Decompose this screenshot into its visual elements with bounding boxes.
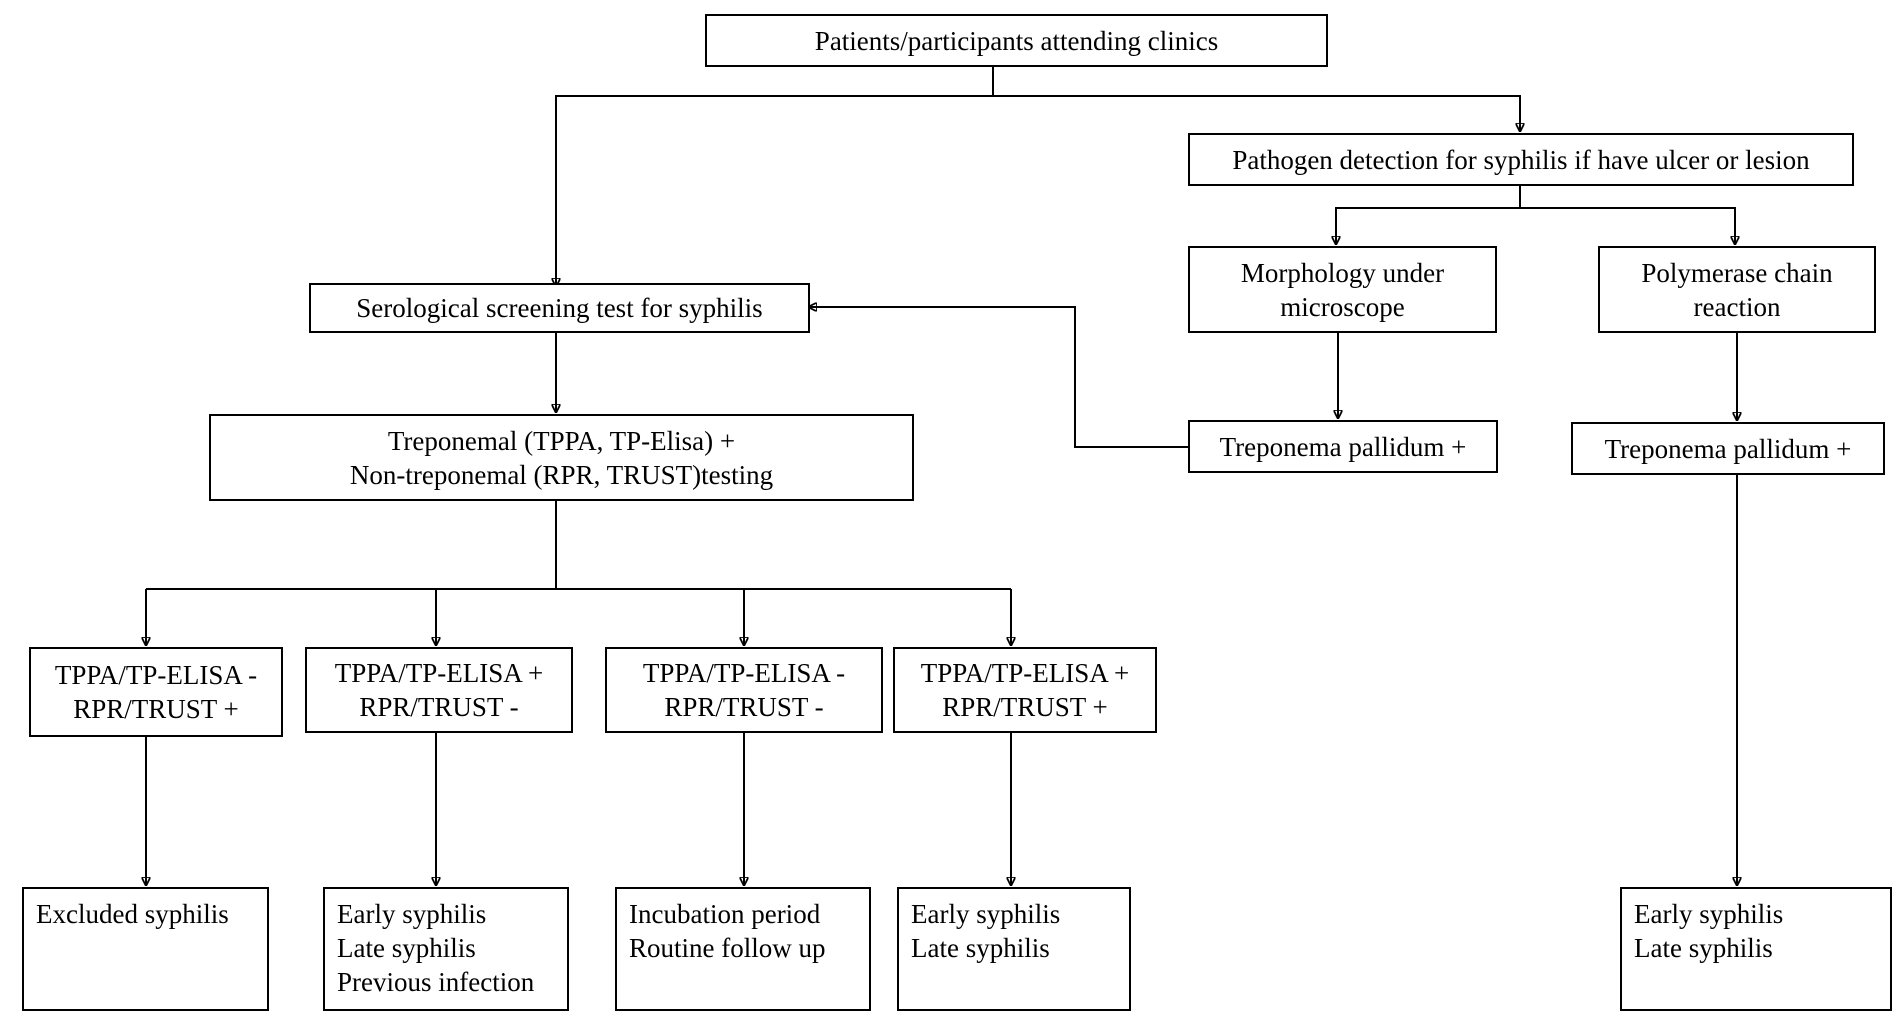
edge-patients-to-pathogen bbox=[993, 95, 1520, 132]
node-text-line: Late syphilis bbox=[911, 933, 1050, 963]
node-outcome-excluded: Excluded syphilis bbox=[22, 887, 269, 1011]
node-text-line: RPR/TRUST + bbox=[73, 694, 239, 724]
node-text-line: Previous infection bbox=[337, 967, 535, 997]
node-text-line: Treponema pallidum + bbox=[1219, 431, 1467, 462]
node-text-line: Incubation period bbox=[629, 899, 821, 929]
node-text-line: Late syphilis bbox=[1634, 933, 1773, 963]
edge-patients-to-serological bbox=[556, 56, 994, 287]
node-text-line: Serological screening test for syphilis bbox=[356, 293, 763, 323]
node-text-line: microscope bbox=[1280, 291, 1405, 322]
node-text-line: Morphology under bbox=[1240, 257, 1445, 288]
node-text-line: RPR/TRUST + bbox=[942, 692, 1108, 722]
node-text-line: reaction bbox=[1693, 291, 1781, 322]
node-text-line: Pathogen detection for syphilis if have … bbox=[1232, 144, 1810, 175]
node-text-line: Late syphilis bbox=[337, 933, 476, 963]
node-text-line: TPPA/TP-ELISA + bbox=[334, 658, 544, 688]
edge-pathogen-to-morphology bbox=[1336, 184, 1521, 245]
node-patients: Patients/participants attending clinics bbox=[705, 14, 1328, 67]
node-result-neg-neg: TPPA/TP-ELISA - RPR/TRUST - bbox=[605, 647, 883, 733]
node-text-line: TPPA/TP-ELISA - bbox=[642, 658, 846, 688]
node-text-line: Treponemal (TPPA, TP-Elisa) + bbox=[387, 425, 736, 456]
node-combined-testing: Treponemal (TPPA, TP-Elisa) +Non-trepone… bbox=[209, 414, 914, 501]
node-text-line: Routine follow up bbox=[629, 933, 826, 963]
edge-pathogen-to-pcr bbox=[1520, 207, 1735, 245]
node-text-line: RPR/TRUST - bbox=[664, 692, 824, 722]
node-text-line: RPR/TRUST - bbox=[359, 692, 519, 722]
node-text-line: Early syphilis bbox=[337, 899, 487, 929]
edge-tp-to-serological bbox=[808, 307, 1191, 448]
node-text-line: Excluded syphilis bbox=[36, 899, 229, 929]
node-treponema-pcr: Treponema pallidum + bbox=[1571, 422, 1885, 475]
node-text-line: Non-treponemal (RPR, TRUST)testing bbox=[349, 459, 774, 490]
edge-testing-split bbox=[146, 499, 1011, 590]
node-pathogen-detection: Pathogen detection for syphilis if have … bbox=[1188, 133, 1854, 186]
node-result-neg-pos: TPPA/TP-ELISA - RPR/TRUST + bbox=[29, 647, 283, 737]
node-result-pos-neg: TPPA/TP-ELISA + RPR/TRUST - bbox=[305, 647, 573, 733]
node-text-line: Treponema pallidum + bbox=[1604, 433, 1852, 464]
node-result-pos-pos: TPPA/TP-ELISA + RPR/TRUST + bbox=[893, 647, 1157, 733]
node-text-line: Polymerase chain bbox=[1641, 257, 1833, 288]
node-text-line: Early syphilis bbox=[911, 899, 1061, 929]
node-text-line: TPPA/TP-ELISA + bbox=[920, 658, 1130, 688]
node-serological: Serological screening test for syphilis bbox=[309, 283, 810, 333]
node-treponema-morphology: Treponema pallidum + bbox=[1188, 420, 1498, 473]
node-text-line: TPPA/TP-ELISA - bbox=[54, 660, 258, 690]
node-text-line: Early syphilis bbox=[1634, 899, 1784, 929]
node-text-line: Patients/participants attending clinics bbox=[814, 25, 1219, 56]
